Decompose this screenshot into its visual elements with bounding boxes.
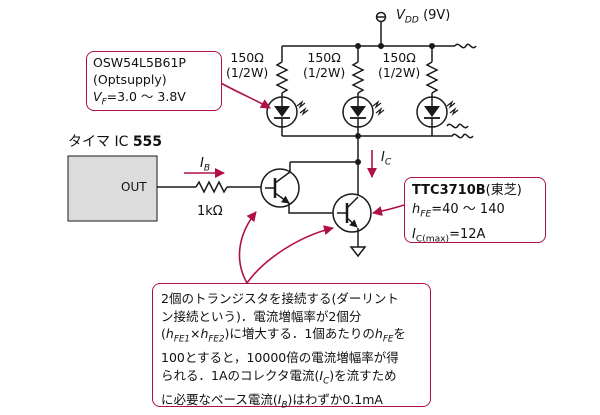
supply-label: VDD (9V)	[396, 8, 451, 26]
light-emission-icon	[372, 100, 385, 116]
note-line-1: 2個のトランジスタを接続する(ダーリント	[161, 291, 399, 306]
ground-icon	[349, 246, 367, 258]
led-3	[416, 96, 459, 128]
collector-junction	[355, 159, 361, 165]
note-line-5: られる．1Aのコレクタ電流(IC)を流すため	[161, 367, 397, 387]
timer-ic-block	[67, 155, 158, 222]
base-resistor-label: 1kΩ	[197, 204, 223, 219]
top-rail	[282, 43, 477, 49]
resistor-2-label: 150Ω(1/2W)	[303, 50, 346, 80]
callout-arrow-darlington-2	[246, 225, 334, 284]
note-line-4: 100とすると，10000倍の電流増幅率が得	[161, 350, 399, 365]
rail-junctions	[355, 43, 435, 49]
ic-label: IC	[381, 150, 392, 168]
transistor-info-callout: TTC3710B(東芝) hFE=40 ～ 140 IC(max)=12A	[404, 177, 546, 244]
led-2	[342, 96, 385, 128]
base-resistor	[195, 180, 265, 194]
note-line-2: ン接続という)．電流増幅率が2個分	[161, 308, 362, 324]
ib-label: IB	[200, 156, 211, 174]
light-emission-icon	[446, 100, 459, 116]
note-line-3: (hFE1×hFE2)に増大する．1個あたりのhFEを	[161, 326, 406, 345]
timer-out-label: OUT	[121, 180, 147, 194]
transistor-1	[260, 168, 300, 208]
collector-wires	[289, 136, 359, 197]
note-line-6: に必要なベース電流(IB)はわずか0.1mA	[161, 391, 383, 411]
led-resistor-3	[425, 46, 439, 100]
supply-terminal	[375, 11, 387, 46]
resistor-3-label: 150Ω(1/2W)	[378, 50, 421, 80]
transistor-2	[332, 193, 372, 233]
led-resistor-2	[351, 46, 365, 100]
callout-arrow-transistor	[372, 204, 405, 216]
darlington-link	[288, 203, 337, 214]
light-emission-icon	[296, 100, 309, 116]
led-resistor-1	[275, 46, 289, 100]
led-info-callout: OSW54L5B61P (Optsupply) VF=3.0 ～ 3.8V	[86, 51, 222, 111]
continuation-breaks	[431, 123, 474, 139]
resistor-1-label: 150Ω(1/2W)	[226, 50, 269, 80]
led-1	[266, 96, 309, 128]
callout-arrow-darlington-1	[238, 211, 257, 284]
timer-ic-title: タイマ IC 555	[68, 134, 163, 150]
darlington-explanation-note: 2個のトランジスタを接続する(ダーリント ン接続という)．電流増幅率が2個分 (…	[152, 283, 431, 410]
